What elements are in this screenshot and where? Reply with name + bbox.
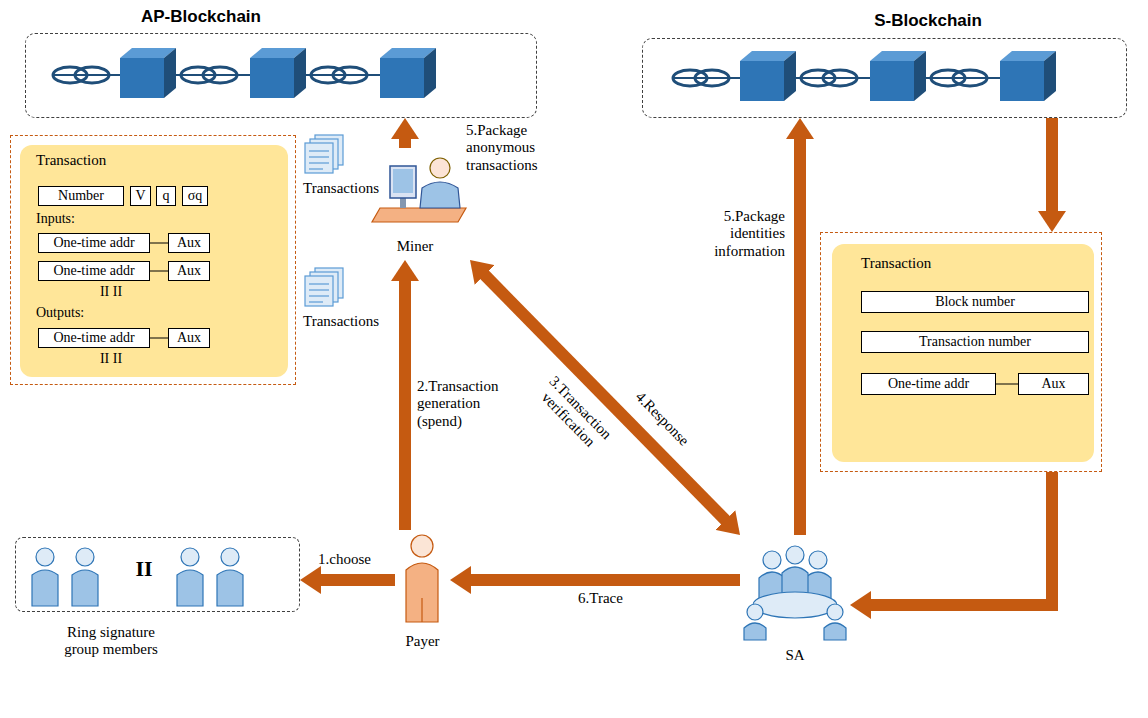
sa-figure: SA <box>740 535 850 670</box>
flow-arrow <box>870 472 1052 605</box>
blockchain-panel: S-Blockchain <box>642 38 1127 118</box>
transaction-panel-fill <box>832 244 1094 462</box>
figure-label: Miner <box>360 238 470 255</box>
panel-title: S-Blockchain <box>853 11 1003 31</box>
field-link <box>150 243 168 244</box>
field-box: Aux <box>1018 373 1089 395</box>
edge-label: 1.choose <box>318 551 371 568</box>
field-text: One-time addr <box>53 331 134 345</box>
field-box: One-time addr <box>861 373 996 395</box>
field-box: Block number <box>861 291 1089 313</box>
field-text: q <box>163 189 170 203</box>
field-text: Aux <box>177 236 201 250</box>
field-box: Aux <box>168 328 210 348</box>
field-text: Aux <box>1041 377 1065 391</box>
miner-figure: Miner <box>360 148 470 260</box>
ring-group-box: Ring signature group membersII <box>15 537 300 612</box>
document-stack-icon <box>305 268 343 306</box>
flow-arrow <box>484 274 726 520</box>
section-label: Inputs: <box>36 211 75 227</box>
field-text: One-time addr <box>53 264 134 278</box>
ellipsis-mark: II <box>129 556 159 581</box>
flow-arrow <box>1046 118 1058 212</box>
flow-arrow <box>470 574 740 586</box>
edge-label: 3.Transaction verification <box>523 363 625 466</box>
miner-icon <box>372 158 466 222</box>
free-label: Transactions <box>303 180 379 197</box>
flow-arrow <box>320 574 395 586</box>
transaction-panel-fill <box>20 145 288 377</box>
field-link <box>150 271 168 272</box>
edge-label: 2.Transaction generation (spend) <box>417 378 517 430</box>
field-box: Number <box>38 186 124 206</box>
field-text: σq <box>188 189 203 203</box>
sa-group-icon <box>744 546 846 640</box>
field-text: Block number <box>935 295 1015 309</box>
ellipsis-mark: II II <box>71 351 151 367</box>
field-text: Aux <box>177 264 201 278</box>
field-text: V <box>135 189 145 203</box>
ellipsis-mark: II II <box>71 284 151 300</box>
field-box: σq <box>182 186 208 206</box>
field-box: Aux <box>168 261 210 281</box>
group-label: Ring signature group members <box>56 624 166 659</box>
field-box: V <box>130 186 151 206</box>
field-link <box>150 338 168 339</box>
payer-figure: Payer <box>395 530 450 655</box>
free-label: 4.Response <box>632 388 692 449</box>
document-stack-icon <box>305 135 343 173</box>
flow-arrow <box>794 138 806 535</box>
group-member-icons <box>32 548 243 606</box>
field-box: q <box>156 186 176 206</box>
edge-label: 5.Package anonymous transactions <box>466 122 566 174</box>
panel-title: AP-Blockchain <box>126 7 276 27</box>
field-box: Transaction number <box>861 331 1089 353</box>
connectors <box>150 118 1052 605</box>
transaction-panel: TransactionBlock numberTransaction numbe… <box>820 232 1102 472</box>
field-box: Aux <box>168 233 210 253</box>
field-text: Number <box>58 189 104 203</box>
block-chain <box>673 51 1056 101</box>
flow-arrow <box>399 280 411 530</box>
edge-label: 6.Trace <box>578 590 623 607</box>
flow-arrow <box>399 138 411 148</box>
field-box: One-time addr <box>38 261 150 281</box>
transaction-panel: TransactionInputs: II II Outputs: II II Numb… <box>10 135 296 385</box>
field-text: Transaction number <box>919 335 1031 349</box>
field-box: One-time addr <box>38 328 150 348</box>
block-chain <box>53 48 436 98</box>
field-link <box>996 384 1018 385</box>
field-text: One-time addr <box>53 236 134 250</box>
free-label: Transactions <box>303 313 379 330</box>
panel-heading: Transaction <box>861 255 931 272</box>
blockchain-panel: AP-Blockchain <box>25 33 537 118</box>
payer-icon <box>406 535 438 622</box>
edge-label: 5.Package identities information <box>690 208 785 260</box>
section-label: Outputs: <box>36 305 84 321</box>
field-text: One-time addr <box>888 377 969 391</box>
panel-heading: Transaction <box>36 152 106 169</box>
field-box: One-time addr <box>38 233 150 253</box>
figure-label: SA <box>740 647 850 664</box>
field-text: Aux <box>177 331 201 345</box>
figure-label: Payer <box>385 633 460 650</box>
